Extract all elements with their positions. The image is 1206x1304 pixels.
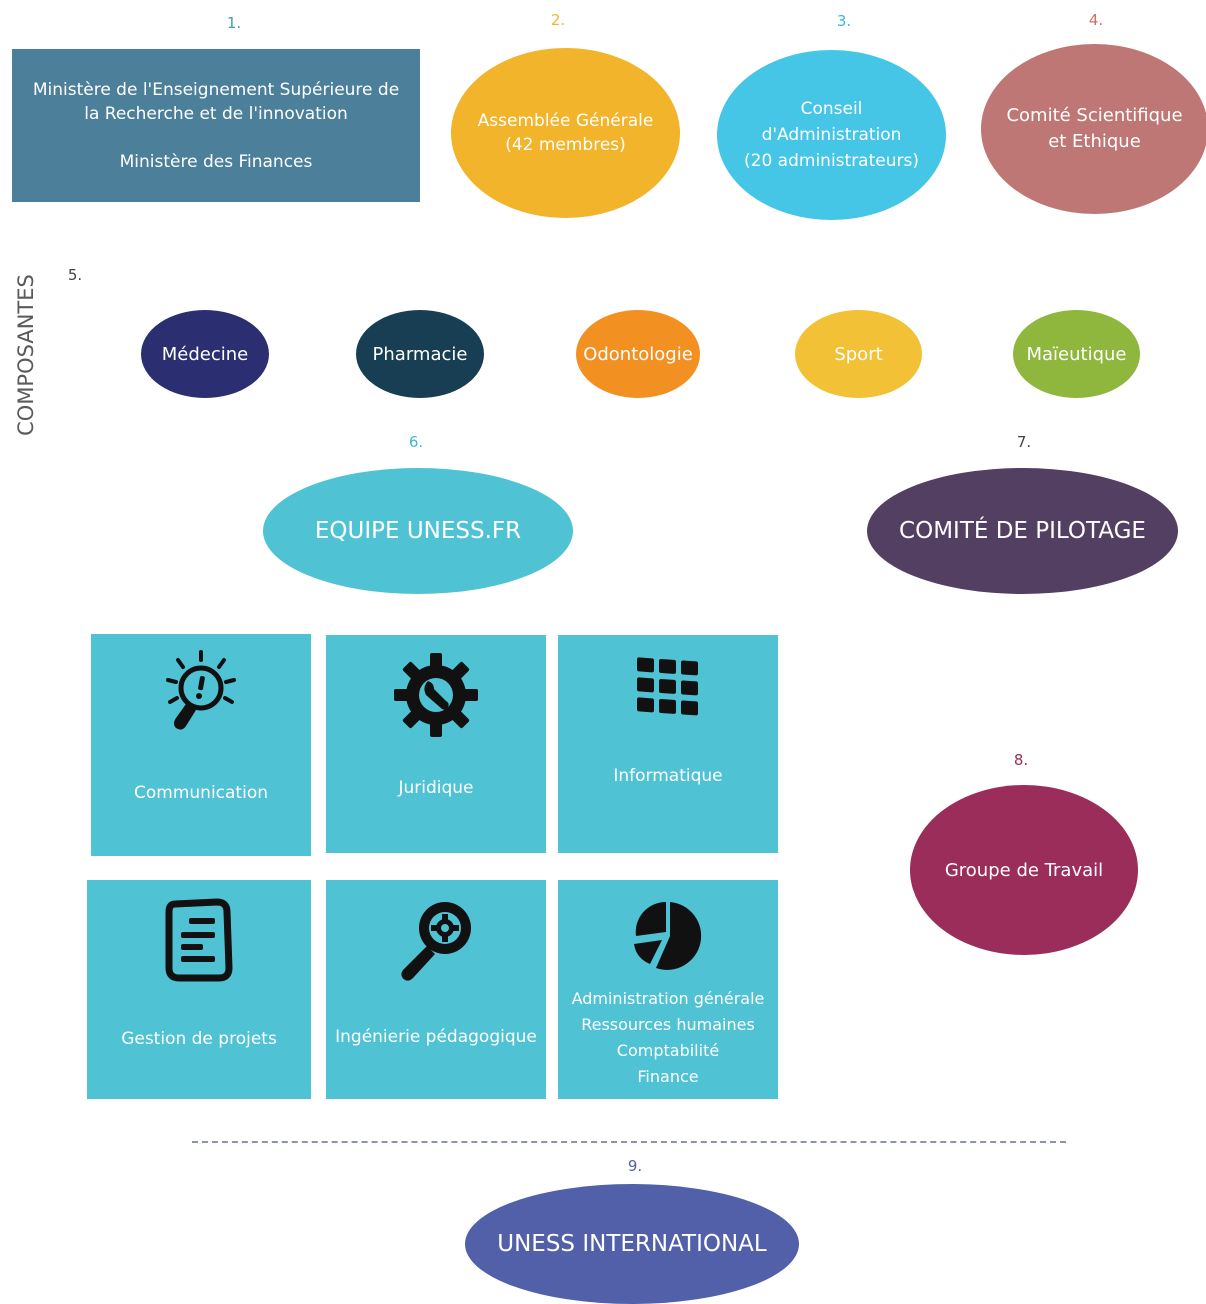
- team-label-communication: Communication: [134, 783, 268, 803]
- team-box-administration: Administration générale Ressources humai…: [558, 880, 778, 1099]
- number-2: 2.: [550, 11, 566, 29]
- magnifier-gear-icon: [326, 894, 546, 984]
- equipe-uness-node: EQUIPE UNESS.FR: [263, 468, 573, 594]
- team-box-gestion-projets: Gestion de projets: [87, 880, 311, 1099]
- grid-icon: [558, 655, 778, 725]
- team-label-ingenierie-pedagogique: Ingénierie pédagogique: [335, 1027, 537, 1047]
- comite-scientifique-label: Comité Scientifique et Ethique: [1006, 105, 1183, 152]
- pharmacie-node: Pharmacie: [356, 310, 484, 398]
- uness-international-node: UNESS INTERNATIONAL: [465, 1184, 799, 1304]
- lightbulb-icon: [91, 648, 311, 738]
- team-label-gestion-projets: Gestion de projets: [121, 1029, 277, 1049]
- comite-pilotage-node: COMITÉ DE PILOTAGE: [867, 468, 1178, 594]
- pharmacie-label: Pharmacie: [372, 343, 468, 365]
- sport-label: Sport: [834, 343, 883, 365]
- comite-scientifique-node: Comité Scientifique et Ethique: [981, 44, 1206, 214]
- groupe-travail-node: Groupe de Travail: [910, 785, 1138, 955]
- number-6: 6.: [408, 433, 424, 451]
- assemblee-generale-label: Assemblée Générale (42 membres): [477, 111, 654, 155]
- uness-international-label: UNESS INTERNATIONAL: [497, 1231, 767, 1257]
- team-box-informatique: Informatique: [558, 635, 778, 853]
- conseil-administration-node: Conseil d'Administration (20 administrat…: [717, 50, 946, 220]
- odontologie-node: Odontologie: [576, 310, 700, 398]
- number-9: 9.: [627, 1157, 643, 1175]
- team-box-juridique: Juridique: [326, 635, 546, 853]
- ministries-label: Ministère de l'Enseignement Supérieure d…: [32, 79, 400, 172]
- team-box-ingenierie-pedagogique: Ingénierie pédagogique: [326, 880, 546, 1099]
- composantes-side-label: COMPOSANTES: [14, 274, 38, 436]
- sport-node: Sport: [795, 310, 922, 398]
- maieutique-label: Maïeutique: [1026, 343, 1127, 365]
- odontologie-label: Odontologie: [583, 343, 693, 365]
- team-box-communication: Communication: [91, 634, 311, 856]
- document-icon: [87, 898, 311, 982]
- team-label-juridique: Juridique: [398, 778, 474, 798]
- number-3: 3.: [836, 12, 852, 30]
- number-4: 4.: [1088, 11, 1104, 29]
- equipe-uness-label: EQUIPE UNESS.FR: [314, 518, 522, 544]
- pie-chart-icon: [558, 896, 778, 976]
- assemblee-generale-node: Assemblée Générale (42 membres): [451, 48, 680, 218]
- team-label-administration: Administration générale Ressources humai…: [571, 989, 765, 1086]
- gear-wrench-icon: [326, 647, 546, 743]
- conseil-administration-label: Conseil d'Administration (20 administrat…: [744, 99, 919, 171]
- maieutique-node: Maïeutique: [1013, 310, 1140, 398]
- ministries-box: Ministère de l'Enseignement Supérieure d…: [12, 49, 420, 202]
- comite-pilotage-label: COMITÉ DE PILOTAGE: [899, 518, 1146, 544]
- number-7: 7.: [1016, 433, 1032, 451]
- number-5: 5.: [67, 266, 83, 284]
- dashed-divider: [192, 1141, 1066, 1143]
- team-label-informatique: Informatique: [613, 766, 723, 786]
- medecine-label: Médecine: [161, 343, 249, 365]
- groupe-travail-label: Groupe de Travail: [944, 859, 1104, 881]
- number-1: 1.: [226, 14, 242, 32]
- medecine-node: Médecine: [141, 310, 269, 398]
- number-8: 8.: [1013, 751, 1029, 769]
